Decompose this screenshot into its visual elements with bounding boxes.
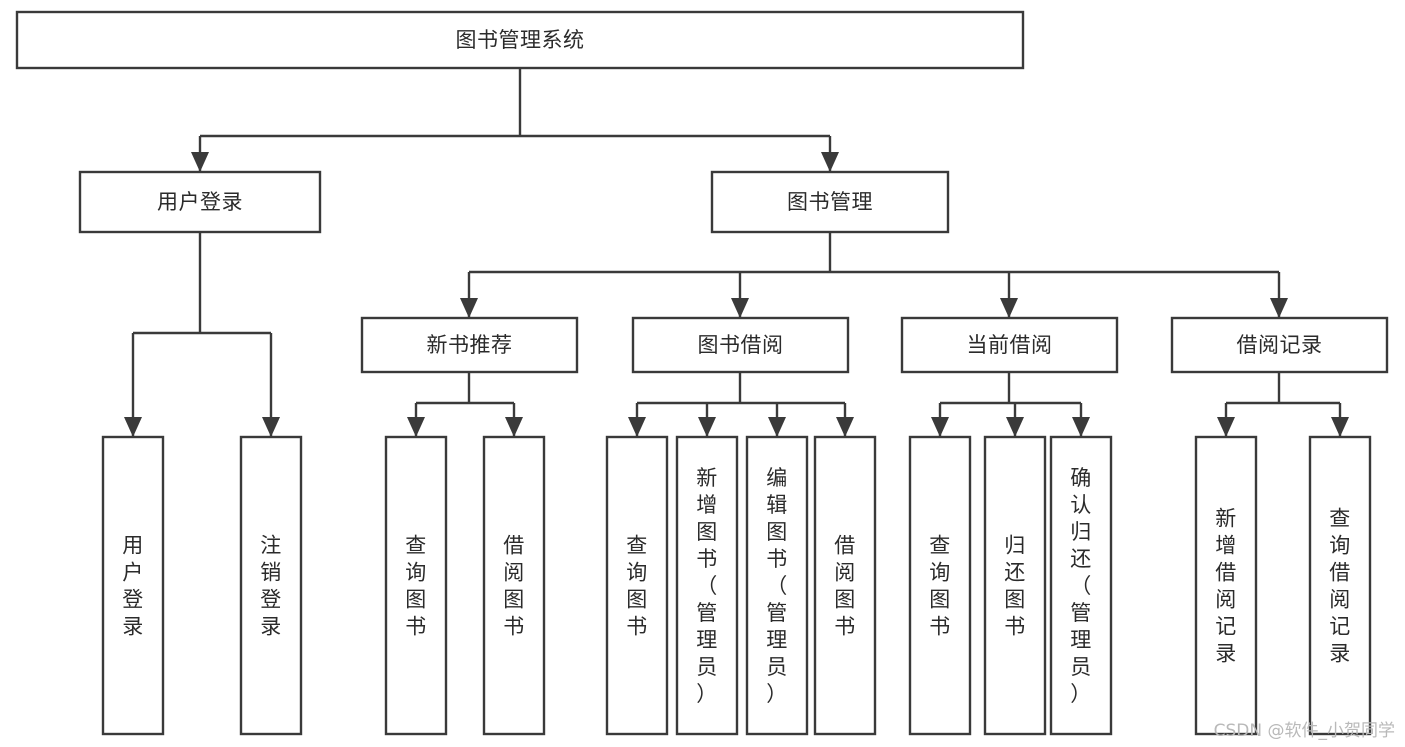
node-level2-0-rect[interactable]: [360, 316, 579, 374]
node-leaf-1-label: 注销登录: [260, 534, 282, 639]
node-leaf-1-rect[interactable]: [239, 435, 303, 736]
node-leaf-5-rect[interactable]: [675, 435, 739, 736]
node-leaf-2[interactable]: 查询图书: [384, 435, 448, 736]
node-level2-3[interactable]: 借阅记录: [1170, 316, 1389, 374]
node-leaf-6-label: 编辑图书（管理员）: [766, 466, 788, 706]
node-leaf-7-label: 借阅图书: [834, 534, 856, 639]
arrow-head-icon: [931, 417, 949, 437]
arrow-head-icon: [836, 417, 854, 437]
arrow-head-icon: [731, 298, 749, 318]
arrow-head-icon: [768, 417, 786, 437]
node-level1-1[interactable]: 图书管理: [710, 170, 950, 234]
node-leaf-4-rect[interactable]: [605, 435, 669, 736]
arrow-head-icon: [407, 417, 425, 437]
node-level2-2-rect[interactable]: [900, 316, 1119, 374]
node-level2-0[interactable]: 新书推荐: [360, 316, 579, 374]
arrow-head-icon: [124, 417, 142, 437]
arrow-head-icon: [262, 417, 280, 437]
node-leaf-3-label: 借阅图书: [503, 534, 525, 639]
csdn-watermark: CSDN @软件_小贺同学: [1213, 721, 1395, 741]
node-leaf-11-rect[interactable]: [1194, 435, 1258, 736]
node-leaf-0[interactable]: 用户登录: [101, 435, 165, 736]
arrow-head-icon: [505, 417, 523, 437]
node-leaf-3[interactable]: 借阅图书: [482, 435, 546, 736]
node-level2-2-label: 当前借阅: [967, 333, 1053, 357]
node-level2-2[interactable]: 当前借阅: [900, 316, 1119, 374]
node-leaf-5-label: 新增图书（管理员）: [696, 466, 718, 706]
node-level2-3-rect[interactable]: [1170, 316, 1389, 374]
arrow-head-icon: [191, 152, 209, 172]
arrow-head-icon: [1217, 417, 1235, 437]
node-leaf-2-label: 查询图书: [405, 534, 427, 639]
node-leaf-8-label: 查询图书: [929, 534, 951, 639]
node-level2-1-rect[interactable]: [631, 316, 850, 374]
arrow-head-icon: [1331, 417, 1349, 437]
node-leaf-2-rect[interactable]: [384, 435, 448, 736]
node-leaf-9[interactable]: 归还图书: [983, 435, 1047, 736]
node-leaf-8-rect[interactable]: [908, 435, 972, 736]
node-leaf-10-label: 确认归还（管理员）: [1070, 466, 1092, 706]
node-leaf-10[interactable]: 确认归还（管理员）: [1049, 435, 1113, 736]
node-leaf-12-label: 查询借阅记录: [1329, 507, 1351, 666]
node-level2-0-label: 新书推荐: [427, 333, 513, 357]
node-leaf-12[interactable]: 查询借阅记录: [1308, 435, 1372, 736]
node-level1-1-label: 图书管理: [787, 190, 873, 214]
node-leaf-11[interactable]: 新增借阅记录: [1194, 435, 1258, 736]
arrow-head-icon: [821, 152, 839, 172]
arrow-head-icon: [460, 298, 478, 318]
node-leaf-4[interactable]: 查询图书: [605, 435, 669, 736]
node-level2-1[interactable]: 图书借阅: [631, 316, 850, 374]
node-leaf-0-label: 用户登录: [122, 534, 144, 639]
node-root-label: 图书管理系统: [456, 28, 585, 52]
node-leaf-3-rect[interactable]: [482, 435, 546, 736]
arrow-head-icon: [628, 417, 646, 437]
node-root-rect[interactable]: [15, 10, 1025, 70]
node-root[interactable]: 图书管理系统: [15, 10, 1025, 70]
arrow-head-icon: [1072, 417, 1090, 437]
arrow-head-icon: [698, 417, 716, 437]
arrow-head-icon: [1270, 298, 1288, 318]
node-level1-0[interactable]: 用户登录: [78, 170, 322, 234]
connectors-group: [124, 68, 1349, 437]
node-level2-3-label: 借阅记录: [1237, 333, 1323, 357]
node-leaf-11-label: 新增借阅记录: [1215, 507, 1237, 666]
node-leaf-0-rect[interactable]: [101, 435, 165, 736]
arrow-head-icon: [1000, 298, 1018, 318]
node-level1-0-rect[interactable]: [78, 170, 322, 234]
node-leaf-4-label: 查询图书: [626, 534, 648, 639]
node-leaf-6-rect[interactable]: [745, 435, 809, 736]
node-level1-0-label: 用户登录: [157, 190, 243, 214]
node-leaf-9-rect[interactable]: [983, 435, 1047, 736]
node-leaf-10-rect[interactable]: [1049, 435, 1113, 736]
node-leaf-7-rect[interactable]: [813, 435, 877, 736]
node-leaf-8[interactable]: 查询图书: [908, 435, 972, 736]
node-level1-1-rect[interactable]: [710, 170, 950, 234]
node-leaf-9-label: 归还图书: [1004, 534, 1026, 639]
node-leaf-7[interactable]: 借阅图书: [813, 435, 877, 736]
node-leaf-5[interactable]: 新增图书（管理员）: [675, 435, 739, 736]
node-leaf-12-rect[interactable]: [1308, 435, 1372, 736]
node-level2-1-label: 图书借阅: [698, 333, 784, 357]
node-leaf-1[interactable]: 注销登录: [239, 435, 303, 736]
arrow-head-icon: [1006, 417, 1024, 437]
node-leaf-6[interactable]: 编辑图书（管理员）: [745, 435, 809, 736]
